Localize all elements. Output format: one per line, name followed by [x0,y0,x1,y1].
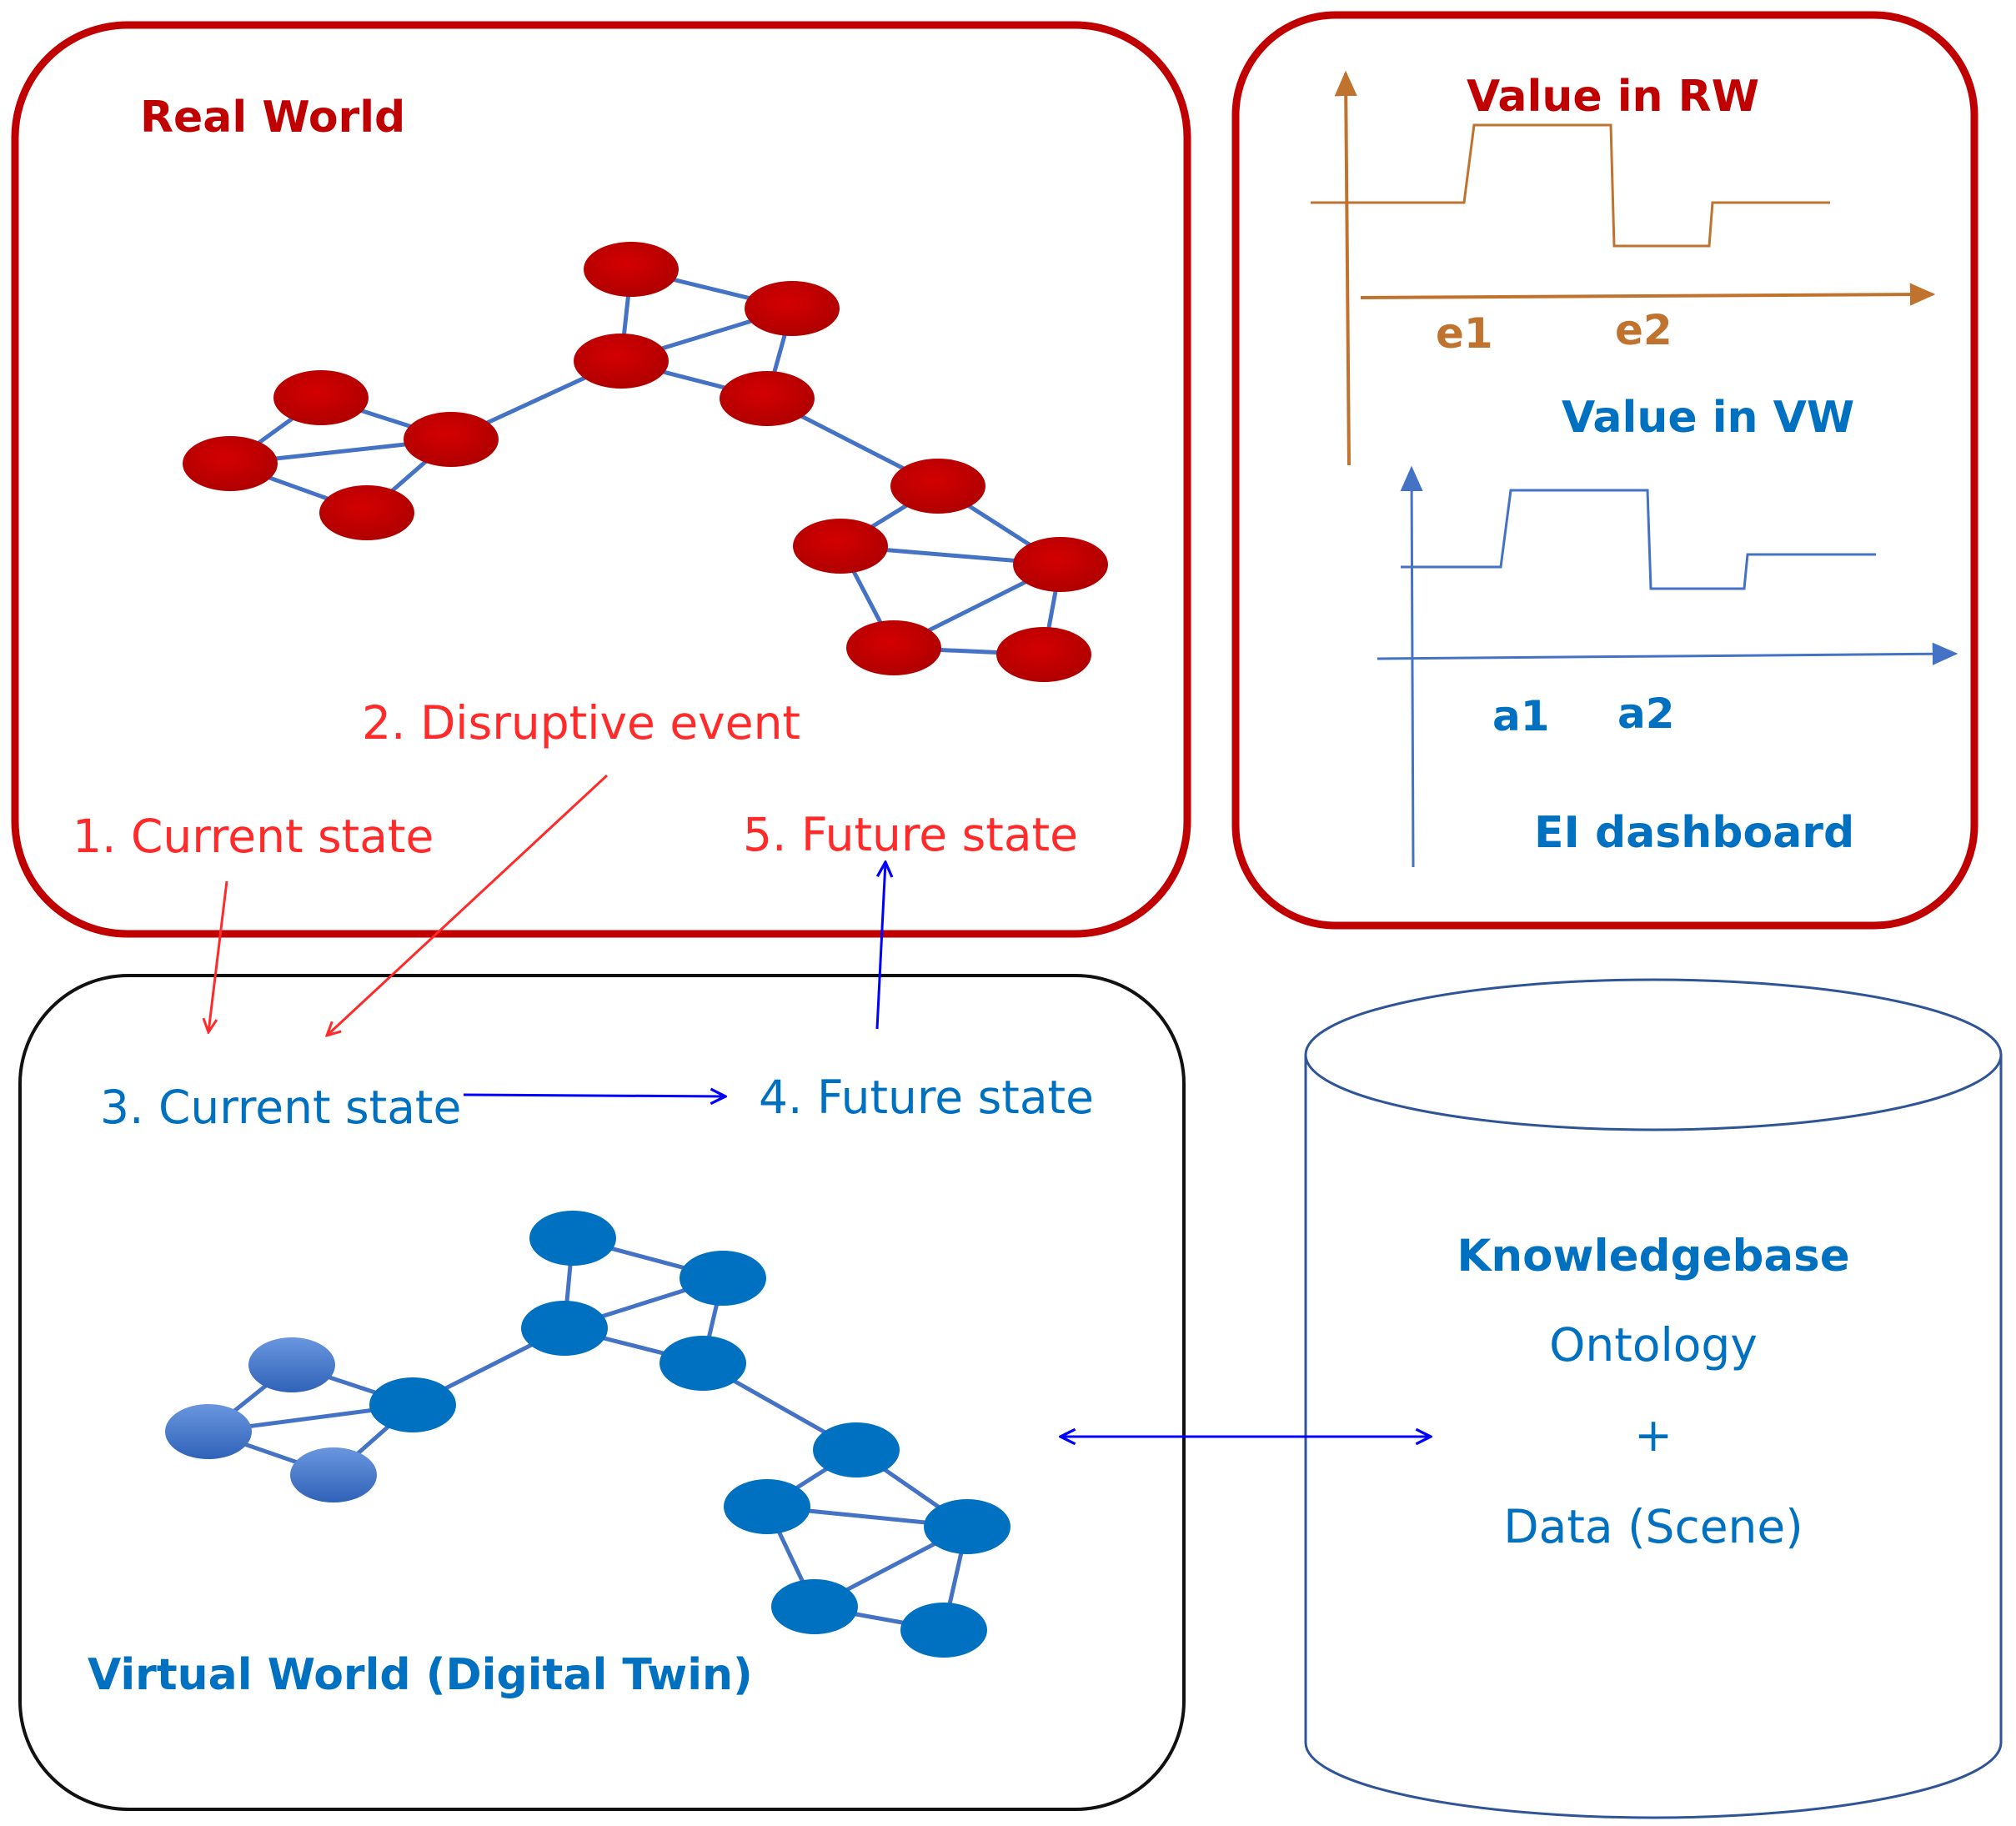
rw-node [273,370,369,425]
real-world-frame [11,21,1191,938]
rw-node [793,519,888,574]
real-world-title: Real World [140,93,405,143]
knowledgebase-title: Knowledgebase [1457,1231,1849,1282]
rw-current-state-label: 1. Current state [73,810,434,863]
vw-node [659,1336,746,1391]
flow-arrows [208,774,1431,1437]
virtual-world-title: Virtual World (Digital Twin) [88,1650,753,1700]
knowledgebase-cylinder: Knowledgebase Ontology + Data (Scene) [1304,978,2003,1819]
vw-chart-title: Value in VW [1562,393,1854,443]
rw-node [584,242,679,297]
rw-node [720,371,815,426]
vw-node [771,1579,858,1634]
virtual-world-network-nodes [165,1211,1011,1658]
knowledgebase-data-scene: Data (Scene) [1503,1500,1803,1553]
vw-current-state-label: 3. Current state [100,1081,461,1134]
virtual-world-panel: 3. Current state 4. Future state [18,974,1186,1811]
vw-node [924,1499,1011,1554]
rw-node [846,620,941,675]
rw-node [890,459,985,514]
vw-node [521,1301,608,1356]
dashboard-caption: EI dashboard [1534,808,1854,858]
vw-node [900,1603,987,1658]
rw-chart-title: Value in RW [1467,72,1759,122]
vw-node [724,1479,810,1534]
rw-chart-y-axis [1334,70,1357,466]
vw-event-a2-label: a2 [1617,690,1675,738]
rw-disruptive-event-label: 2. Disruptive event [362,696,800,750]
rw-node [183,436,278,491]
rw-future-state-label: 5. Future state [743,808,1078,861]
vw-node [165,1404,252,1459]
rw-node [319,485,414,540]
vw-node [290,1447,377,1502]
dashboard-frame [1231,11,1978,930]
vw-node [248,1337,335,1392]
vw-node [680,1251,766,1306]
knowledgebase-ontology: Ontology [1549,1318,1758,1372]
real-world-panel: Real World [11,21,1191,938]
rw-chart-x-axis [1360,283,1936,306]
vw-chart-x-axis [1377,642,1958,665]
rw-event-e1-label: e1 [1436,309,1493,358]
arrow-current-state-to-twin [208,880,228,1032]
rw-value-signal [1311,123,1830,248]
cylinder-top [1304,978,2003,1131]
rw-node [996,627,1091,682]
dashboard-panel: Value in RW e1 e2 Value in VW a1 a2 EI d… [1231,11,1978,930]
vw-future-state-label: 4. Future state [759,1071,1094,1124]
rw-node [1013,537,1108,592]
rw-event-e2-label: e2 [1615,306,1672,354]
rw-node [404,412,499,467]
arrow-twin-current-to-future [463,1095,725,1096]
rw-node [574,334,669,389]
vw-node [369,1377,456,1432]
arrow-disruptive-event-to-twin [327,774,609,1036]
vw-node [529,1211,616,1266]
rw-node [745,281,840,336]
vw-value-signal [1401,489,1876,590]
vw-node [813,1422,900,1477]
vw-chart-y-axis [1400,465,1423,868]
knowledgebase-plus: + [1634,1408,1672,1462]
virtual-world-frame [18,974,1186,1811]
arrow-twin-future-to-real-future [875,862,885,1030]
real-world-network-nodes [183,242,1108,682]
vw-event-a1-label: a1 [1492,692,1550,740]
cylinder-body [1304,1055,2003,1819]
